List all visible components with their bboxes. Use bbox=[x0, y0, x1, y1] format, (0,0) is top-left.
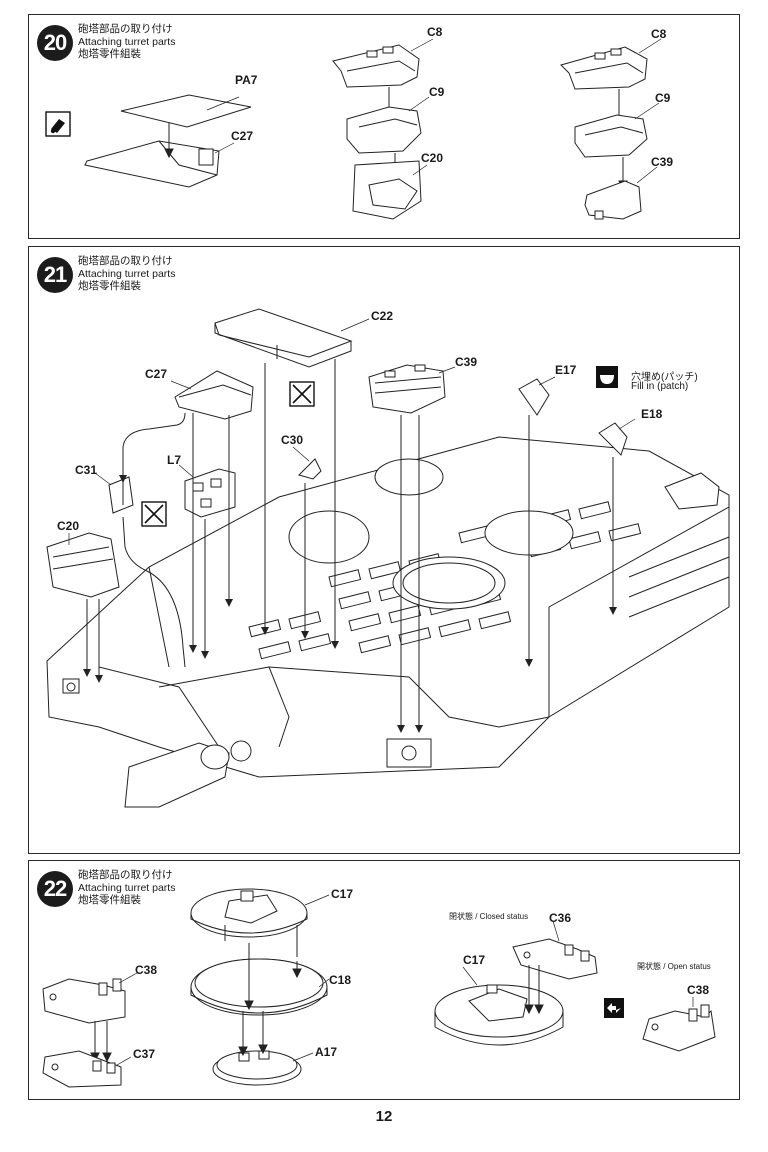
part-c22 bbox=[215, 309, 351, 367]
step-21-panel: 21 砲塔部品の取り付け Attaching turret parts 炮塔零件… bbox=[28, 246, 740, 854]
part-c27 bbox=[175, 371, 253, 419]
step-title-en: Attaching turret parts bbox=[78, 881, 176, 894]
step-title: 砲塔部品の取り付け Attaching turret parts 炮塔零件組裝 bbox=[78, 255, 175, 293]
alternative-positions-icon bbox=[604, 998, 624, 1018]
part-c30 bbox=[299, 459, 321, 479]
label-e18: E18 bbox=[641, 407, 663, 421]
part-e17 bbox=[519, 379, 549, 415]
label-c38-left: C38 bbox=[135, 963, 158, 977]
step-header: 20 砲塔部品の取り付け Attaching turret parts 炮塔零件… bbox=[37, 23, 175, 61]
step-title-en: Attaching turret parts bbox=[78, 35, 176, 48]
part-c37 bbox=[43, 1051, 121, 1087]
label-l7: L7 bbox=[167, 453, 182, 467]
part-c20 bbox=[47, 533, 119, 597]
label-c20: C20 bbox=[57, 519, 80, 533]
step-title-en: Attaching turret parts bbox=[78, 267, 176, 280]
step-22-panel: 22 砲塔部品の取り付け Attaching turret parts 炮塔零件… bbox=[28, 860, 740, 1100]
part-c38-right bbox=[643, 1005, 715, 1051]
label-c31: C31 bbox=[75, 463, 98, 477]
step-header: 22 砲塔部品の取り付け Attaching turret parts 炮塔零件… bbox=[37, 869, 175, 907]
label-c30: C30 bbox=[281, 433, 304, 447]
c8-assembly-right bbox=[561, 47, 647, 89]
step-title-cn: 炮塔零件組裝 bbox=[78, 280, 141, 292]
step-22-drawing bbox=[29, 861, 741, 1101]
label-c9-right: C9 bbox=[655, 91, 671, 105]
label-c27: C27 bbox=[231, 129, 254, 143]
cut-off-icon bbox=[289, 381, 315, 407]
turret-hull bbox=[47, 437, 729, 807]
c8-assembly-left bbox=[333, 45, 419, 87]
label-c39: C39 bbox=[651, 155, 674, 169]
label-c17-top: C17 bbox=[331, 887, 354, 901]
closed-status-label: 閉状態 / Closed status bbox=[449, 912, 529, 921]
step-title-jp: 砲塔部品の取り付け bbox=[78, 23, 173, 35]
label-c18: C18 bbox=[329, 973, 352, 987]
step-header: 21 砲塔部品の取り付け Attaching turret parts 炮塔零件… bbox=[37, 255, 175, 293]
label-c36: C36 bbox=[549, 911, 572, 925]
step-title-cn: 炮塔零件組裝 bbox=[78, 48, 141, 60]
step-number-badge: 20 bbox=[37, 25, 73, 61]
label-c37: C37 bbox=[133, 1047, 156, 1061]
label-c22: C22 bbox=[371, 309, 394, 323]
step-number-badge: 22 bbox=[37, 871, 73, 907]
label-c20: C20 bbox=[421, 151, 444, 165]
part-e18 bbox=[599, 423, 627, 455]
part-c36 bbox=[513, 939, 597, 979]
patch-note-jp: 穴埋め(パッチ) bbox=[631, 372, 698, 383]
label-c9-left: C9 bbox=[429, 85, 445, 99]
cement-icon bbox=[45, 111, 71, 137]
fill-in-patch-icon bbox=[596, 366, 618, 388]
label-c8-left: C8 bbox=[427, 25, 443, 39]
patch-note-en: Fill in (patch) bbox=[631, 381, 689, 392]
step-title: 砲塔部品の取り付け Attaching turret parts 炮塔零件組裝 bbox=[78, 869, 175, 907]
label-e17: E17 bbox=[555, 363, 577, 377]
part-c39 bbox=[369, 365, 445, 413]
part-c38-left bbox=[43, 979, 125, 1023]
label-pa7: PA7 bbox=[235, 73, 258, 87]
part-a17 bbox=[213, 1051, 301, 1085]
c9-assembly-right bbox=[575, 115, 647, 157]
page-number: 12 bbox=[375, 1108, 393, 1125]
c9-assembly-left bbox=[347, 107, 421, 153]
open-status-label: 開状態 / Open status bbox=[637, 962, 711, 971]
c20-assembly bbox=[353, 161, 421, 219]
step-title-jp: 砲塔部品の取り付け bbox=[78, 869, 173, 881]
label-a17: A17 bbox=[315, 1045, 338, 1059]
label-c39: C39 bbox=[455, 355, 478, 369]
cut-off-icon bbox=[141, 501, 167, 527]
label-c27: C27 bbox=[145, 367, 168, 381]
label-c17-bottom: C17 bbox=[463, 953, 486, 967]
step-title-cn: 炮塔零件組裝 bbox=[78, 894, 141, 906]
step-21-drawing bbox=[29, 247, 741, 855]
part-c17-top bbox=[191, 889, 307, 957]
label-c8-right: C8 bbox=[651, 27, 667, 41]
part-pa7 bbox=[121, 95, 251, 127]
step-number-badge: 21 bbox=[37, 257, 73, 293]
step-20-drawing bbox=[29, 15, 741, 240]
part-l7 bbox=[185, 469, 235, 517]
step-title: 砲塔部品の取り付け Attaching turret parts 炮塔零件組裝 bbox=[78, 23, 175, 61]
label-c38-right: C38 bbox=[687, 983, 710, 997]
step-title-jp: 砲塔部品の取り付け bbox=[78, 255, 173, 267]
part-c18 bbox=[191, 959, 327, 1015]
part-c31 bbox=[109, 477, 133, 513]
closed-status-assembly bbox=[435, 985, 563, 1045]
c39-assembly-step20 bbox=[585, 181, 641, 219]
step-20-panel: 20 砲塔部品の取り付け Attaching turret parts 炮塔零件… bbox=[28, 14, 740, 239]
